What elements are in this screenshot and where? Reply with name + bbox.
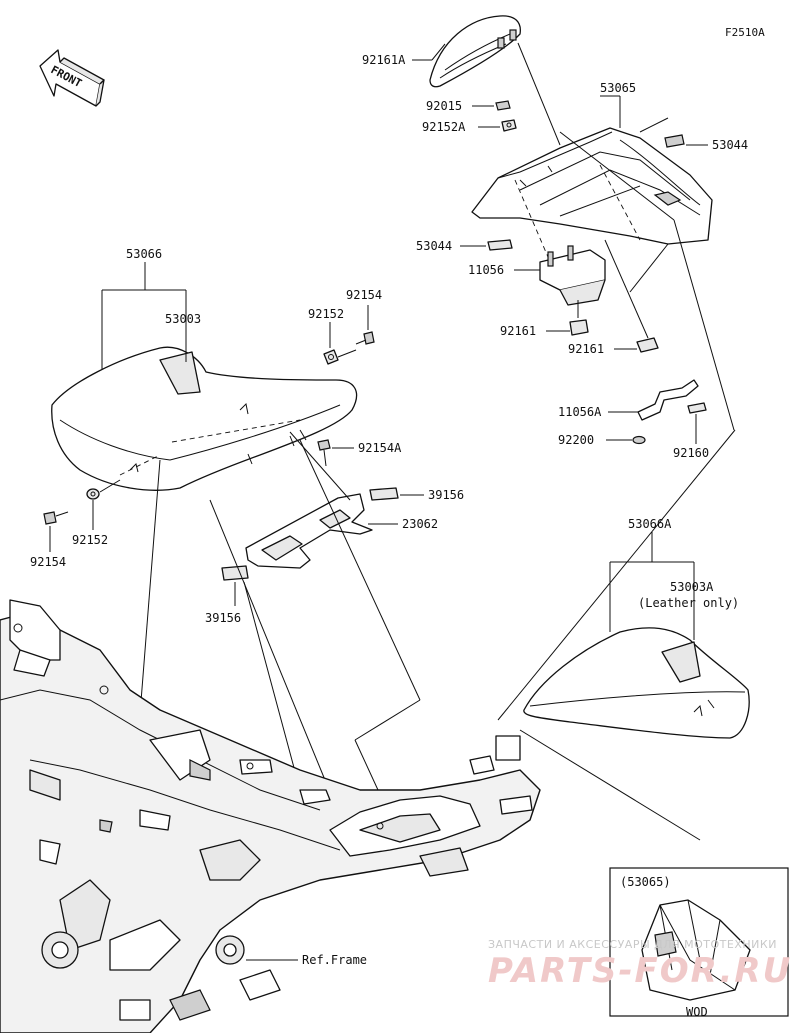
front-arrow-icon: FRONT — [39, 49, 105, 107]
label-92152-bottom: 92152 — [72, 533, 108, 547]
label-92200: 92200 — [558, 433, 594, 447]
label-53044-left: 53044 — [416, 239, 452, 253]
seat-53066A-part — [523, 627, 750, 739]
label-53066A: 53066A — [628, 517, 672, 531]
inset-seat-cowl-part — [641, 899, 751, 1001]
label-39156-left: 39156 — [205, 611, 241, 625]
label-92160: 92160 — [673, 446, 709, 460]
watermark-logo: PARTS-FOR.RU — [488, 951, 792, 991]
label-39156-right: 39156 — [428, 488, 464, 502]
label-92161A: 92161A — [362, 53, 406, 67]
label-92154A: 92154A — [358, 441, 402, 455]
label-53003A: 53003A — [670, 580, 714, 594]
pad-92160-part — [687, 402, 707, 414]
label-ref-frame: Ref.Frame — [302, 953, 367, 967]
label-11056: 11056 — [468, 263, 504, 277]
clip-53044-left-part — [487, 239, 513, 251]
label-92152-top: 92152 — [308, 307, 344, 321]
bracket-11056-part — [539, 245, 606, 306]
grommet-92161-a-part — [569, 319, 589, 336]
pad-39156-right-part — [369, 487, 399, 501]
washer-92152-top-part — [323, 349, 339, 365]
label-92154-bottom: 92154 — [30, 555, 66, 569]
seat-cowl-part — [471, 127, 713, 245]
label-92161-b: 92161 — [568, 342, 604, 356]
watermark-subtitle: ЗАПЧАСТИ И АКСЕССУАРЫ ДЛЯ МОТОТЕХНИКИ — [488, 938, 777, 951]
label-23062: 23062 — [402, 517, 438, 531]
label-53065: 53065 — [600, 81, 636, 95]
pillion-cover-part — [429, 15, 521, 88]
washer-92152-bottom-part — [86, 488, 100, 500]
frame-part — [0, 599, 541, 1033]
label-92015: 92015 — [426, 99, 462, 113]
seat-53066-part — [51, 346, 358, 491]
label-53044-top: 53044 — [712, 138, 748, 152]
label-92152A: 92152A — [422, 120, 466, 134]
screw-92154A-part — [317, 439, 331, 467]
clip-53044-top-part — [664, 134, 685, 148]
leather-note: (Leather only) — [638, 596, 739, 610]
bolt-92154-bottom-part — [43, 511, 69, 525]
inset-variant-label: WOD — [686, 1005, 708, 1019]
nut-92015-part — [495, 100, 511, 111]
label-92161-a: 92161 — [500, 324, 536, 338]
bracket-23062-part — [245, 493, 373, 569]
bolt-92154-top-part — [355, 331, 375, 345]
label-53066: 53066 — [126, 247, 162, 261]
pad-39156-left-part — [221, 565, 249, 581]
label-11056A: 11056A — [558, 405, 602, 419]
grommet-92161-b-part — [636, 337, 659, 353]
bracket-11056A-part — [637, 379, 699, 421]
inset-part-code: (53065) — [620, 875, 671, 889]
washer-92200-part — [632, 435, 646, 445]
figure-code: F2510A — [725, 26, 765, 39]
label-92154-top: 92154 — [346, 288, 382, 302]
label-53003: 53003 — [165, 312, 201, 326]
grommet-92152A-part — [501, 119, 517, 132]
